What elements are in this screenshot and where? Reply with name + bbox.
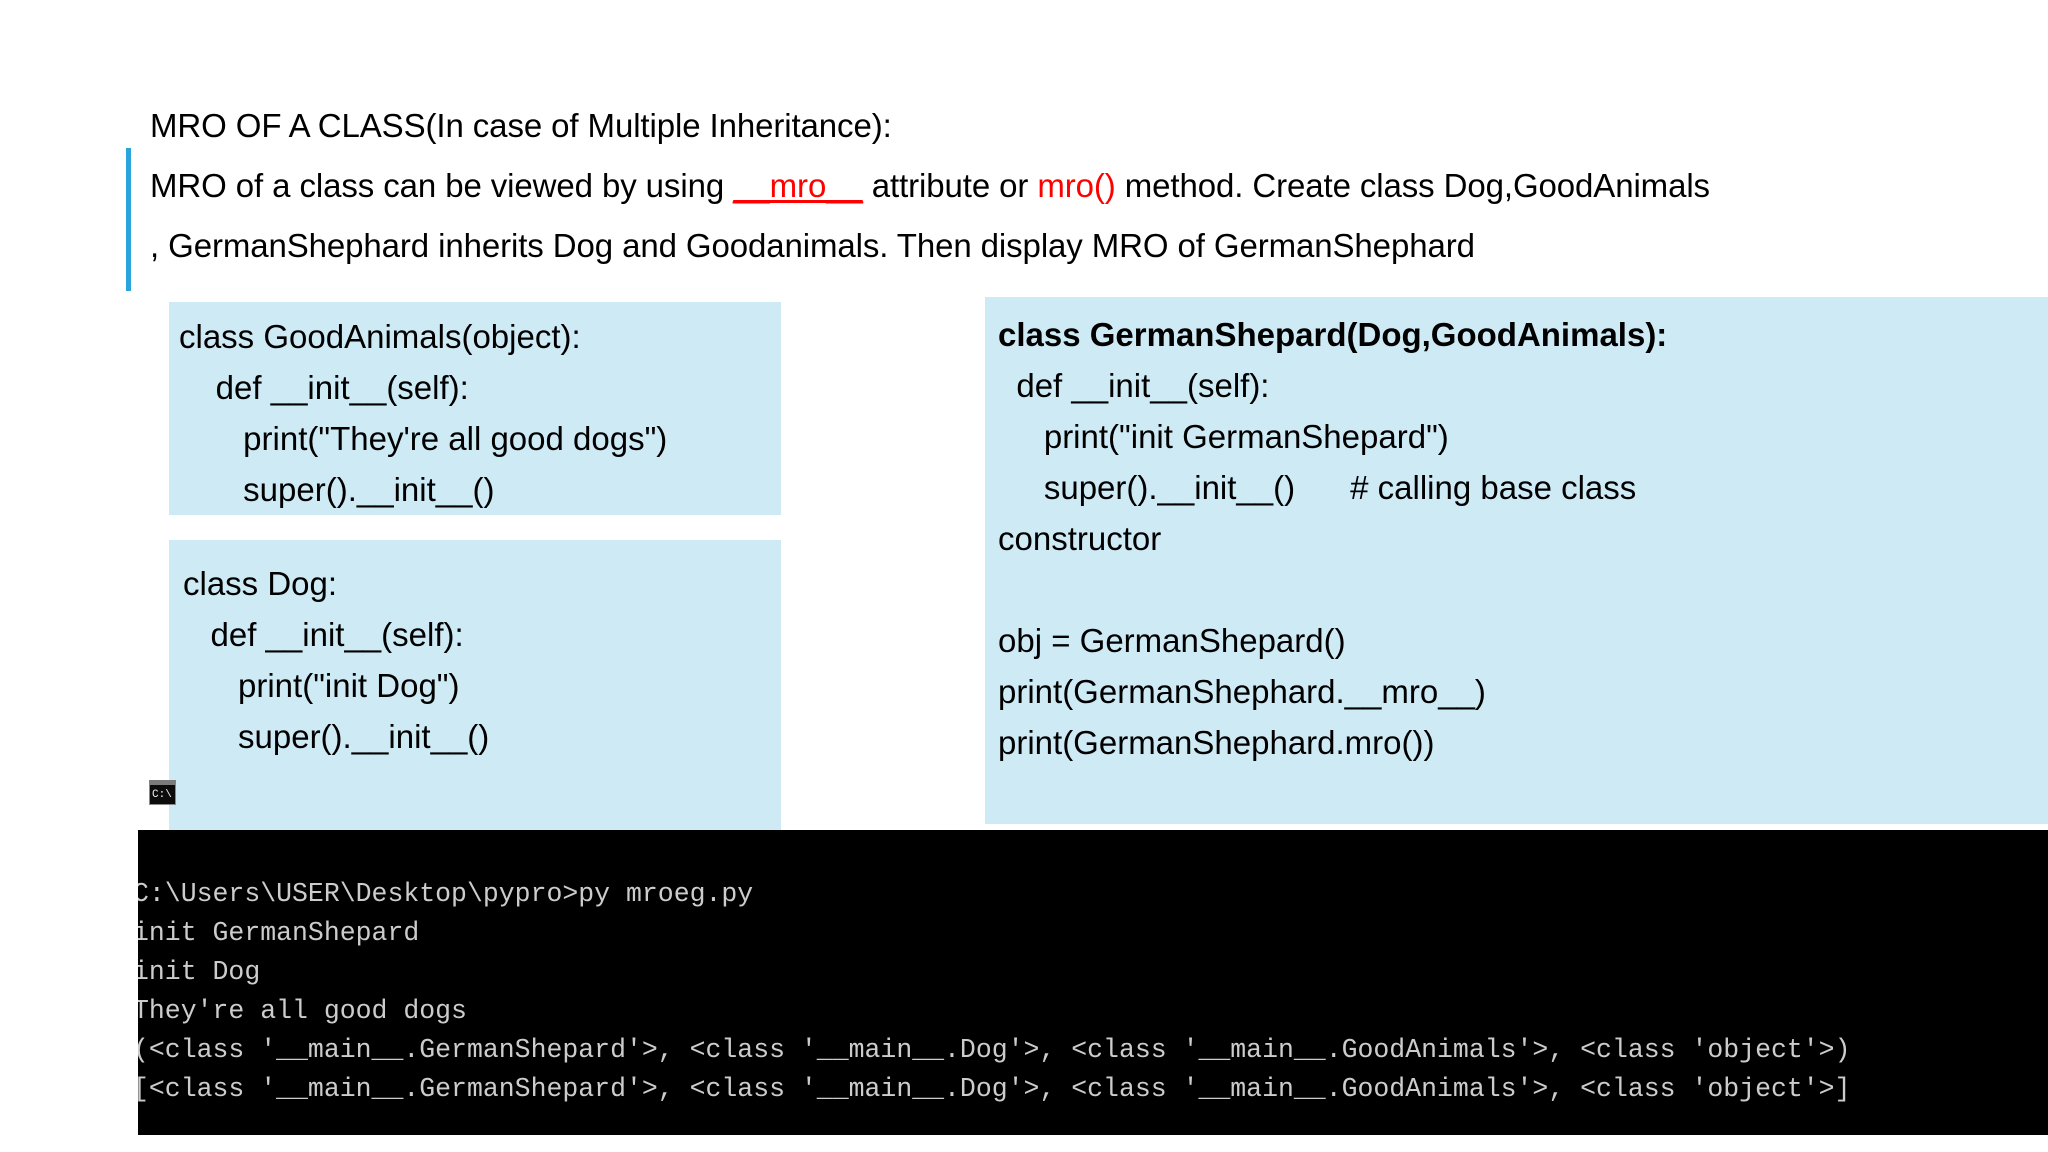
slide-text-block: MRO OF A CLASS(In case of Multiple Inher… — [150, 96, 2040, 276]
body-line-2-text: , GermanShephard inherits Dog and Goodan… — [150, 227, 1475, 264]
command-prompt-icon-label: C:\ — [152, 789, 172, 801]
body-line-1-part-2: attribute or — [862, 167, 1038, 204]
code-line: obj = GermanShepard() — [998, 622, 1346, 659]
code-line: super().__init__() — [183, 718, 490, 755]
code-line: super().__init__() — [179, 471, 495, 508]
code-line: super().__init__() # calling base class — [998, 469, 1637, 506]
terminal-output: C:\Users\USER\Desktop\pypro>py mroeg.py … — [138, 875, 2048, 1109]
body-line-2: , GermanShephard inherits Dog and Goodan… — [150, 216, 2040, 276]
command-prompt-icon[interactable]: C:\ — [149, 780, 176, 805]
code-line: print("init Dog") — [183, 667, 460, 704]
terminal-line: init Dog — [138, 957, 261, 987]
code-line-blank — [998, 564, 2048, 615]
code-block-german-shepard: class GermanShepard(Dog,GoodAnimals): de… — [985, 297, 2048, 824]
page-title: MRO OF A CLASS(In case of Multiple Inher… — [150, 96, 2040, 156]
terminal-line: init GermanShepard — [138, 918, 420, 948]
code-line: def __init__(self): — [179, 369, 469, 406]
code-line: print(GermanShephard.__mro__) — [998, 673, 1486, 710]
code-line: print("They're all good dogs") — [179, 420, 668, 457]
terminal-window[interactable]: C:\Users\USER\Desktop\pypro>py mroeg.py … — [138, 830, 2048, 1135]
accent-bar — [126, 148, 131, 291]
code-line-class-def: class GermanShepard(Dog,GoodAnimals): — [998, 316, 1668, 353]
terminal-line-prompt: C:\Users\USER\Desktop\pypro>py mroeg.py — [138, 879, 754, 909]
body-line-1-part-1: MRO of a class can be viewed by using — [150, 167, 734, 204]
code-block-dog: class Dog: def __init__(self): print("in… — [169, 540, 781, 830]
mro-dunder-highlight: __mro__ — [733, 167, 863, 204]
terminal-line: They're all good dogs — [138, 996, 467, 1026]
terminal-line-mro-list: [<class '__main__.GermanShepard'>, <clas… — [138, 1074, 1851, 1104]
page-title-text: MRO OF A CLASS(In case of Multiple Inher… — [150, 107, 892, 144]
code-line: class GoodAnimals(object): — [179, 318, 581, 355]
code-block-good-animals: class GoodAnimals(object): def __init__(… — [169, 302, 781, 515]
code-line: def __init__(self): — [998, 367, 1270, 404]
code-line: class Dog: — [183, 565, 338, 602]
code-line: constructor — [998, 520, 1162, 557]
terminal-line-mro-tuple: (<class '__main__.GermanShepard'>, <clas… — [138, 1035, 1851, 1065]
code-line: def __init__(self): — [183, 616, 464, 653]
code-line: print("init GermanShepard") — [998, 418, 1449, 455]
code-line: print(GermanShephard.mro()) — [998, 724, 1435, 761]
body-line-1: MRO of a class can be viewed by using __… — [150, 156, 2040, 216]
body-line-1-part-3: method. Create class Dog,GoodAnimals — [1115, 167, 1710, 204]
mro-method-highlight: mro() — [1037, 167, 1116, 204]
